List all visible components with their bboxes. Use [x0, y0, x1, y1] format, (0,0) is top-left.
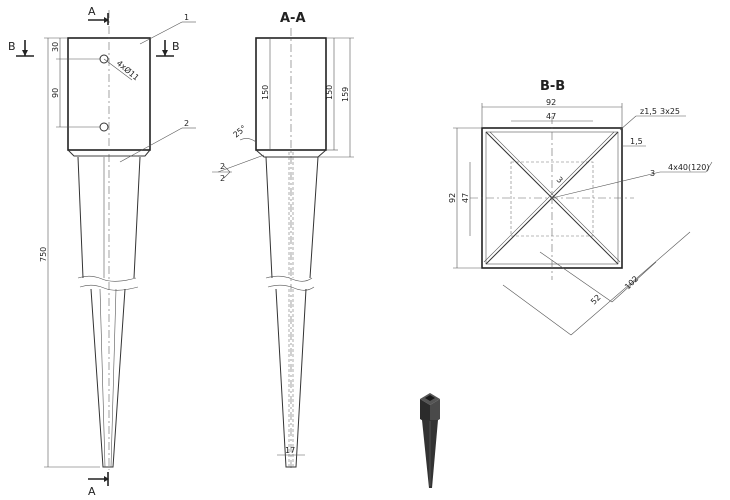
dim-30: 30 — [51, 42, 60, 52]
aa-dim-159: 159 — [341, 87, 350, 102]
bb-dim-92-left: 92 — [448, 193, 457, 203]
bb-dim-3: 3 — [650, 169, 655, 178]
aa-angle-25: 25° — [232, 124, 249, 140]
section-aa-view: A-A 150 159 150 25° 2 2 17 — [212, 11, 354, 470]
section-a-bottom-label: A — [88, 485, 96, 498]
aa-dim-150-left: 150 — [261, 85, 270, 100]
section-a-top-label: A — [88, 5, 96, 18]
bb-dim-47-top: 47 — [546, 112, 556, 121]
spike-upper — [77, 156, 141, 279]
part-label-1: 1 — [184, 13, 189, 22]
bb-dim-47-left: 47 — [461, 193, 470, 203]
bb-weld-z1-5: z1,5 — [640, 107, 657, 116]
dim-750: 750 — [39, 247, 48, 262]
aa-weld-2-lower: 2 — [220, 174, 225, 183]
spike-lower — [90, 288, 126, 468]
aa-weld-2-upper: 2 — [220, 162, 225, 171]
hole-bottom — [99, 122, 109, 132]
part-label-2: 2 — [184, 119, 189, 128]
bb-dim-52: 52 — [589, 293, 603, 307]
section-b-left-label: B — [8, 40, 16, 53]
bb-weld-3x25: 3x25 — [660, 107, 680, 116]
bb-small-3: 3 — [555, 175, 565, 185]
bb-dim-102: 102 — [623, 274, 640, 291]
section-aa-title: A-A — [280, 11, 306, 26]
break-line-upper — [77, 275, 137, 282]
product-3d-render — [420, 393, 440, 488]
section-b-right-label: B — [172, 40, 180, 53]
section-bb-view: B-B 92 47 92 47 z1,5 3x25 1, — [448, 79, 713, 336]
aa-dim-150-right: 150 — [325, 85, 334, 100]
aa-socket-outline — [255, 37, 327, 151]
aa-spike-upper — [265, 156, 319, 279]
bb-weld-4x40: 4x40(120) — [668, 163, 710, 172]
dim-90: 90 — [51, 88, 60, 98]
aa-dim-17: 17 — [285, 446, 295, 455]
break-line-lower — [79, 284, 139, 291]
section-bb-title: B-B — [540, 79, 565, 94]
aa-spike-lower — [275, 288, 307, 468]
bb-dim-102-line — [570, 231, 691, 336]
front-view: A A B B 30 90 750 4xØ11 1 2 — [8, 5, 196, 498]
bb-dim-92-top: 92 — [546, 98, 556, 107]
bb-dim-1-5: 1,5 — [630, 137, 643, 146]
